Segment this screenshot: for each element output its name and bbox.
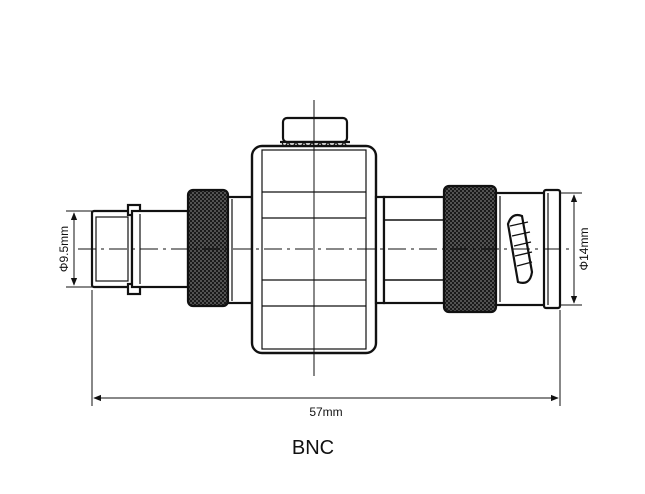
left-collar [226,195,254,305]
right-diameter-dimension [560,192,582,306]
left-diameter-label: Φ9.5mm [57,226,71,272]
left-knurled-nut [186,188,230,308]
left-diameter-dimension [66,210,92,288]
right-shaft [374,195,446,305]
top-cap [280,116,350,150]
caption: BNC [292,437,334,459]
length-dimension [91,290,561,406]
length-label: 57mm [309,405,342,419]
center-lines [78,100,572,376]
right-diameter-label: Φ14mm [577,228,591,271]
